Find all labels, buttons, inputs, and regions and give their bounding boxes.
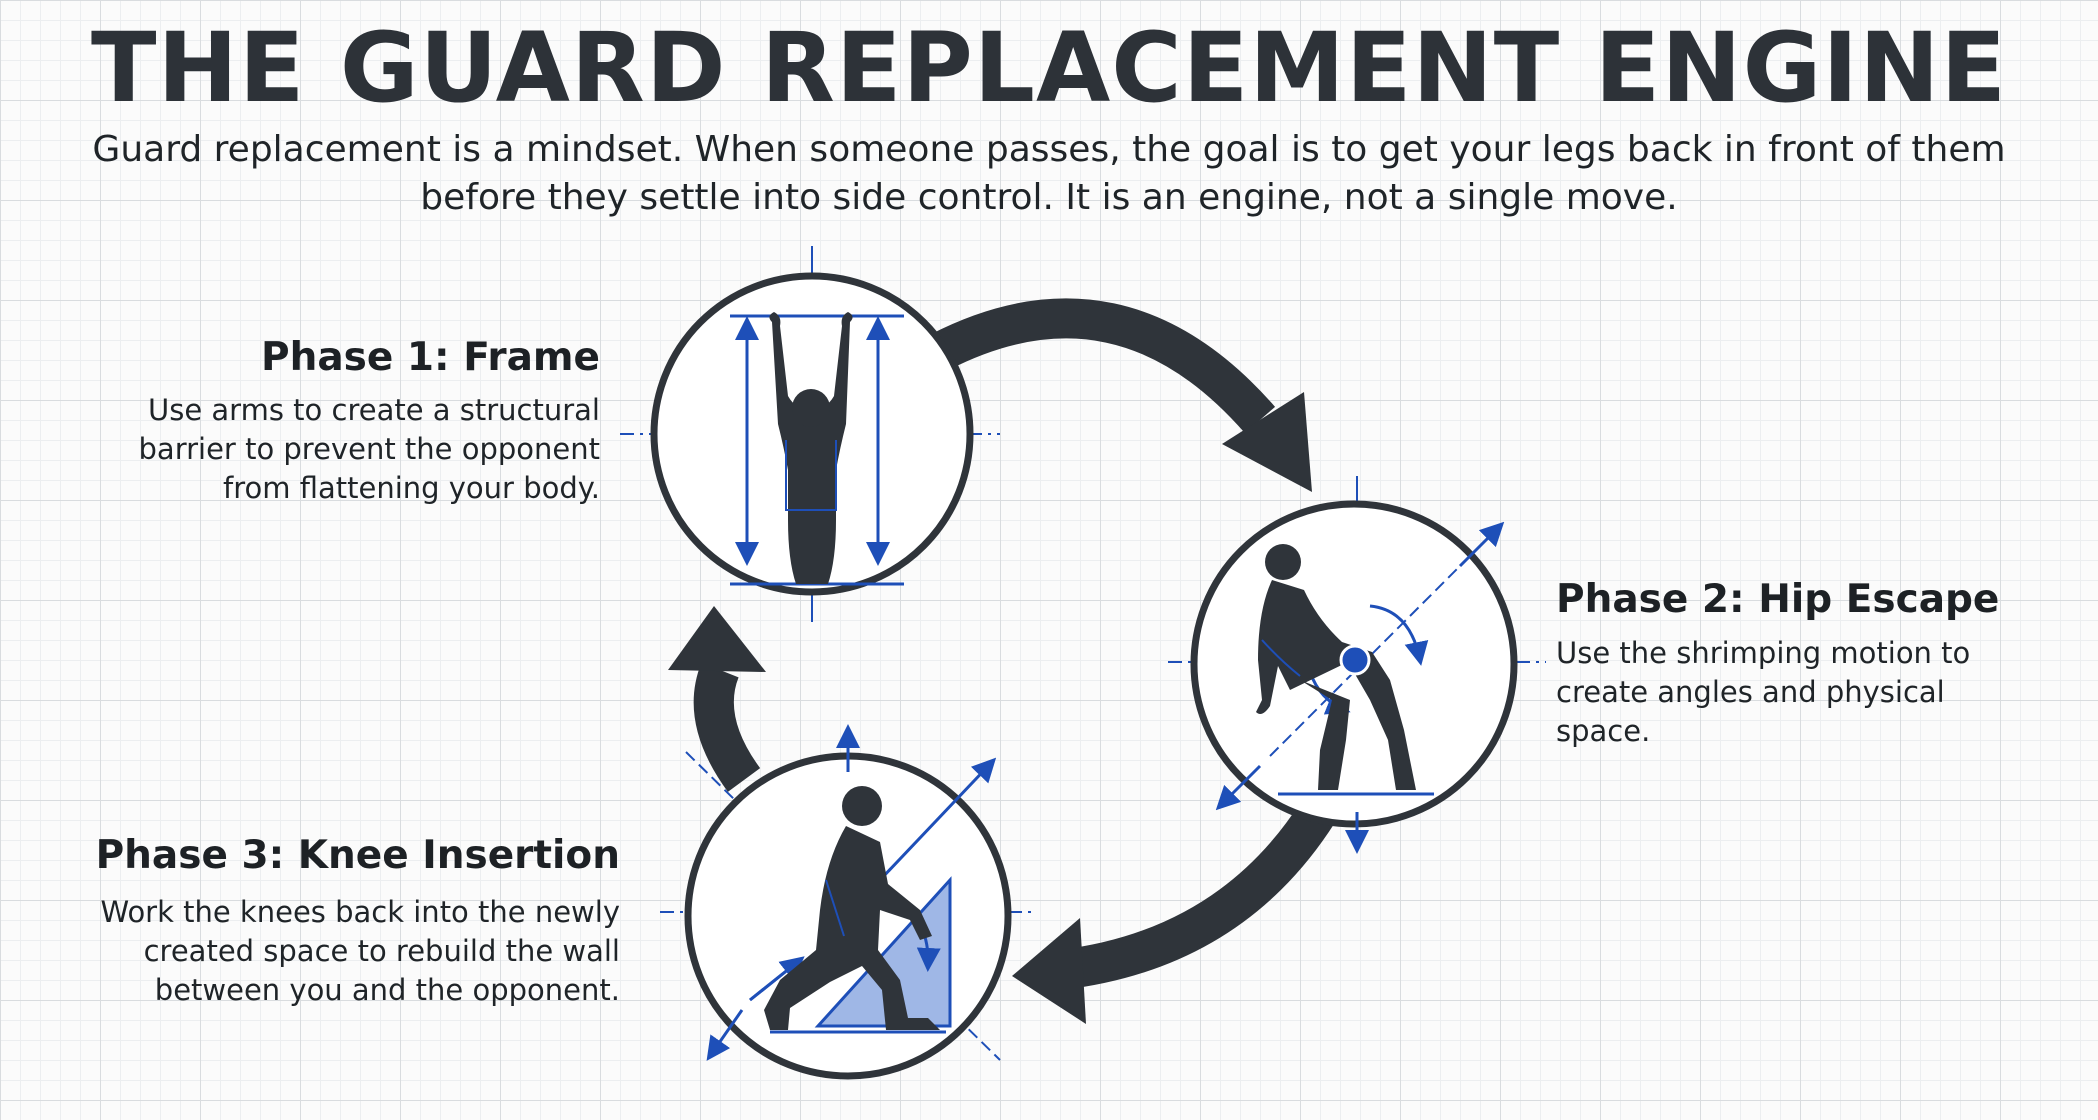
phase-2-title: Phase 2: Hip Escape xyxy=(1556,577,2000,622)
page-title: THE GUARD REPLACEMENT ENGINE xyxy=(90,12,2008,124)
phase-2-hip-escape-illustration xyxy=(1168,476,1546,854)
phase-2-description: Use the shrimping motion to create angle… xyxy=(1556,636,1971,748)
cycle-arrow-3-to-1 xyxy=(668,606,766,792)
phase-3-description: Work the knees back into the newly creat… xyxy=(100,895,620,1007)
phase-3-knee-insertion-illustration xyxy=(660,724,1036,1080)
cycle-arrow-1-to-2 xyxy=(930,298,1312,492)
phase-1-title: Phase 1: Frame xyxy=(260,335,600,380)
cycle-arrow-2-to-3 xyxy=(1012,801,1335,1024)
intro-text: Guard replacement is a mindset. When som… xyxy=(92,129,2006,218)
phase-1-description: Use arms to create a structural barrier … xyxy=(138,393,600,505)
phase-3-title: Phase 3: Knee Insertion xyxy=(95,833,620,878)
phase-1-frame-illustration xyxy=(620,246,1000,622)
